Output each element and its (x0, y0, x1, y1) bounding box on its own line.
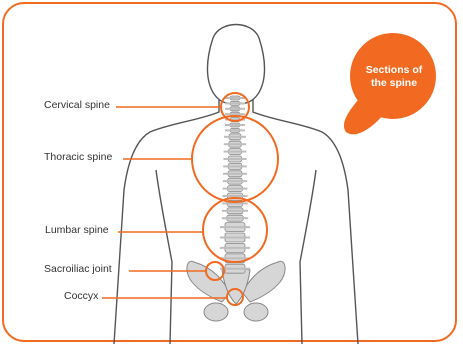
vertebra-process (225, 108, 245, 110)
vertebra-process (220, 226, 250, 228)
vertebra-process (224, 151, 247, 153)
vertebra-process (223, 165, 247, 167)
cervical-spine-label: Cervical spine (44, 99, 110, 111)
right-inner-arm (300, 170, 316, 344)
vertebra-process (222, 217, 248, 219)
vertebra-process (224, 136, 246, 138)
vertebra-process (225, 113, 245, 115)
vertebra-process (225, 124, 245, 126)
callout-line-1: Sections of (356, 64, 432, 77)
vertebral-column (220, 96, 250, 273)
left-ischium (204, 303, 228, 321)
right-ischium (244, 303, 268, 321)
thoracic-spine-label: Thoracic spine (44, 151, 112, 163)
vertebra-process (225, 97, 245, 99)
vertebra-process (220, 237, 250, 239)
vertebra-process (220, 257, 250, 259)
right-torso-outline (253, 100, 358, 344)
lumbar-spine-label: Lumbar spine (45, 224, 109, 236)
left-inner-arm (156, 170, 172, 344)
right-ilium (242, 261, 285, 302)
vertebra-process (222, 210, 248, 212)
vertebra-process (223, 180, 247, 182)
vertebra-process (225, 102, 245, 104)
coccyx-label: Coccyx (64, 290, 98, 302)
vertebra-process (225, 129, 245, 131)
vertebra-process (224, 143, 246, 145)
callout-line-2: the spine (356, 77, 432, 90)
sacroiliac-joint-label: Sacroiliac joint (44, 263, 112, 275)
vertebra-process (223, 188, 248, 190)
vertebra-process (220, 247, 250, 249)
callout-text: Sections of the spine (356, 64, 432, 90)
vertebra-process (223, 173, 247, 175)
vertebra-process (222, 195, 247, 197)
vertebra-process (223, 158, 246, 160)
